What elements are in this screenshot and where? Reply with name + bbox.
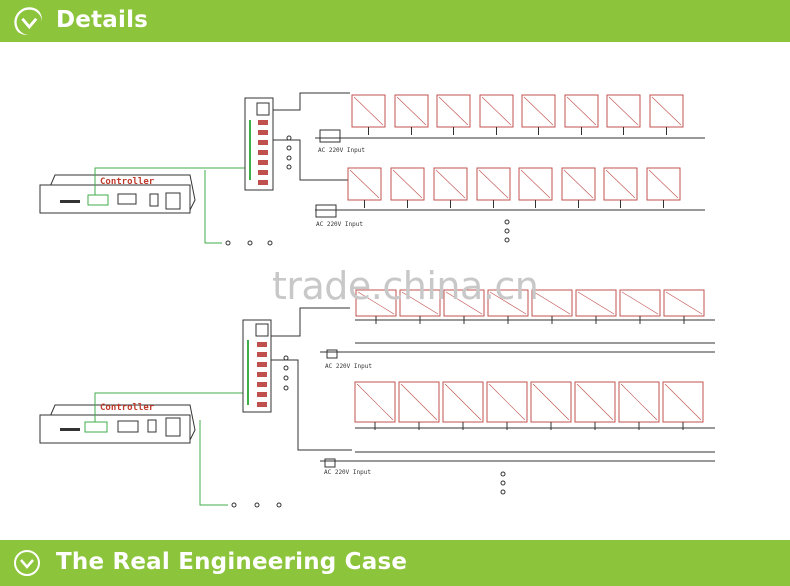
panel-row-2 bbox=[347, 167, 681, 208]
ac-input-label: AC 220V Input bbox=[325, 363, 372, 370]
panel-hatch bbox=[563, 169, 594, 199]
input-power-c: AC 220V Input bbox=[320, 342, 715, 370]
ac-input-label: AC 220V Input bbox=[316, 221, 363, 228]
panel-hatch bbox=[605, 169, 636, 199]
panel-hatch bbox=[566, 96, 597, 126]
panel-hatch bbox=[478, 169, 509, 199]
input-power-a: AC 220V Input bbox=[315, 129, 705, 154]
section-title-details: Details bbox=[56, 7, 149, 33]
continuation-dots bbox=[225, 240, 273, 246]
header-banner: Details bbox=[0, 0, 790, 42]
panel-hatch bbox=[396, 96, 427, 126]
panel-hatch bbox=[353, 96, 384, 126]
panel-hatch bbox=[620, 383, 658, 421]
panel-hatch bbox=[356, 383, 394, 421]
panel-hatch bbox=[357, 291, 395, 315]
controller-box-2: Controller bbox=[39, 403, 196, 444]
distribution-box-2 bbox=[242, 319, 272, 413]
wiring-diagram: Controller AC 220V Input AC 220V In bbox=[39, 92, 715, 508]
panel-hatch bbox=[438, 96, 469, 126]
panel-hatch bbox=[401, 291, 439, 315]
panel-hatch bbox=[648, 169, 679, 199]
panel-hatch bbox=[400, 383, 438, 421]
footer-banner: The Real Engineering Case bbox=[0, 540, 790, 586]
panel-hatch bbox=[392, 169, 423, 199]
panel-hatch bbox=[445, 291, 483, 315]
panel-hatch bbox=[481, 96, 512, 126]
controller-box: Controller bbox=[39, 174, 196, 214]
panel-hatch bbox=[608, 96, 639, 126]
controller-label: Controller bbox=[100, 177, 155, 187]
panel-hatch bbox=[489, 291, 527, 315]
watermark: trade.china.cn bbox=[272, 264, 539, 308]
panel-hatch bbox=[523, 96, 554, 126]
chevron-down-icon bbox=[14, 550, 40, 576]
ac-input-label: AC 220V Input bbox=[324, 469, 371, 476]
controller-label: Controller bbox=[100, 403, 155, 413]
input-power-b: AC 220V Input bbox=[315, 204, 705, 228]
panel-hatch bbox=[520, 169, 551, 199]
panel-hatch bbox=[533, 291, 571, 315]
panel-row-3 bbox=[355, 289, 705, 324]
input-power-d: AC 220V Input bbox=[320, 451, 715, 476]
panel-hatch bbox=[664, 383, 702, 421]
panel-hatch bbox=[576, 383, 614, 421]
panel-hatch bbox=[349, 169, 380, 199]
panel-row-1 bbox=[351, 94, 684, 135]
panel-hatch bbox=[577, 291, 615, 315]
section-title-engineering-case: The Real Engineering Case bbox=[56, 549, 408, 575]
panel-hatch bbox=[651, 96, 682, 126]
panel-hatch bbox=[435, 169, 466, 199]
panel-hatch bbox=[532, 383, 570, 421]
distribution-box bbox=[244, 97, 274, 191]
panel-hatch bbox=[665, 291, 703, 315]
panel-hatch bbox=[444, 383, 482, 421]
panel-hatch bbox=[621, 291, 659, 315]
panel-hatch bbox=[488, 383, 526, 421]
ac-input-label: AC 220V Input bbox=[318, 147, 365, 154]
panel-row-4 bbox=[354, 381, 704, 430]
chevron-down-icon bbox=[14, 7, 42, 35]
